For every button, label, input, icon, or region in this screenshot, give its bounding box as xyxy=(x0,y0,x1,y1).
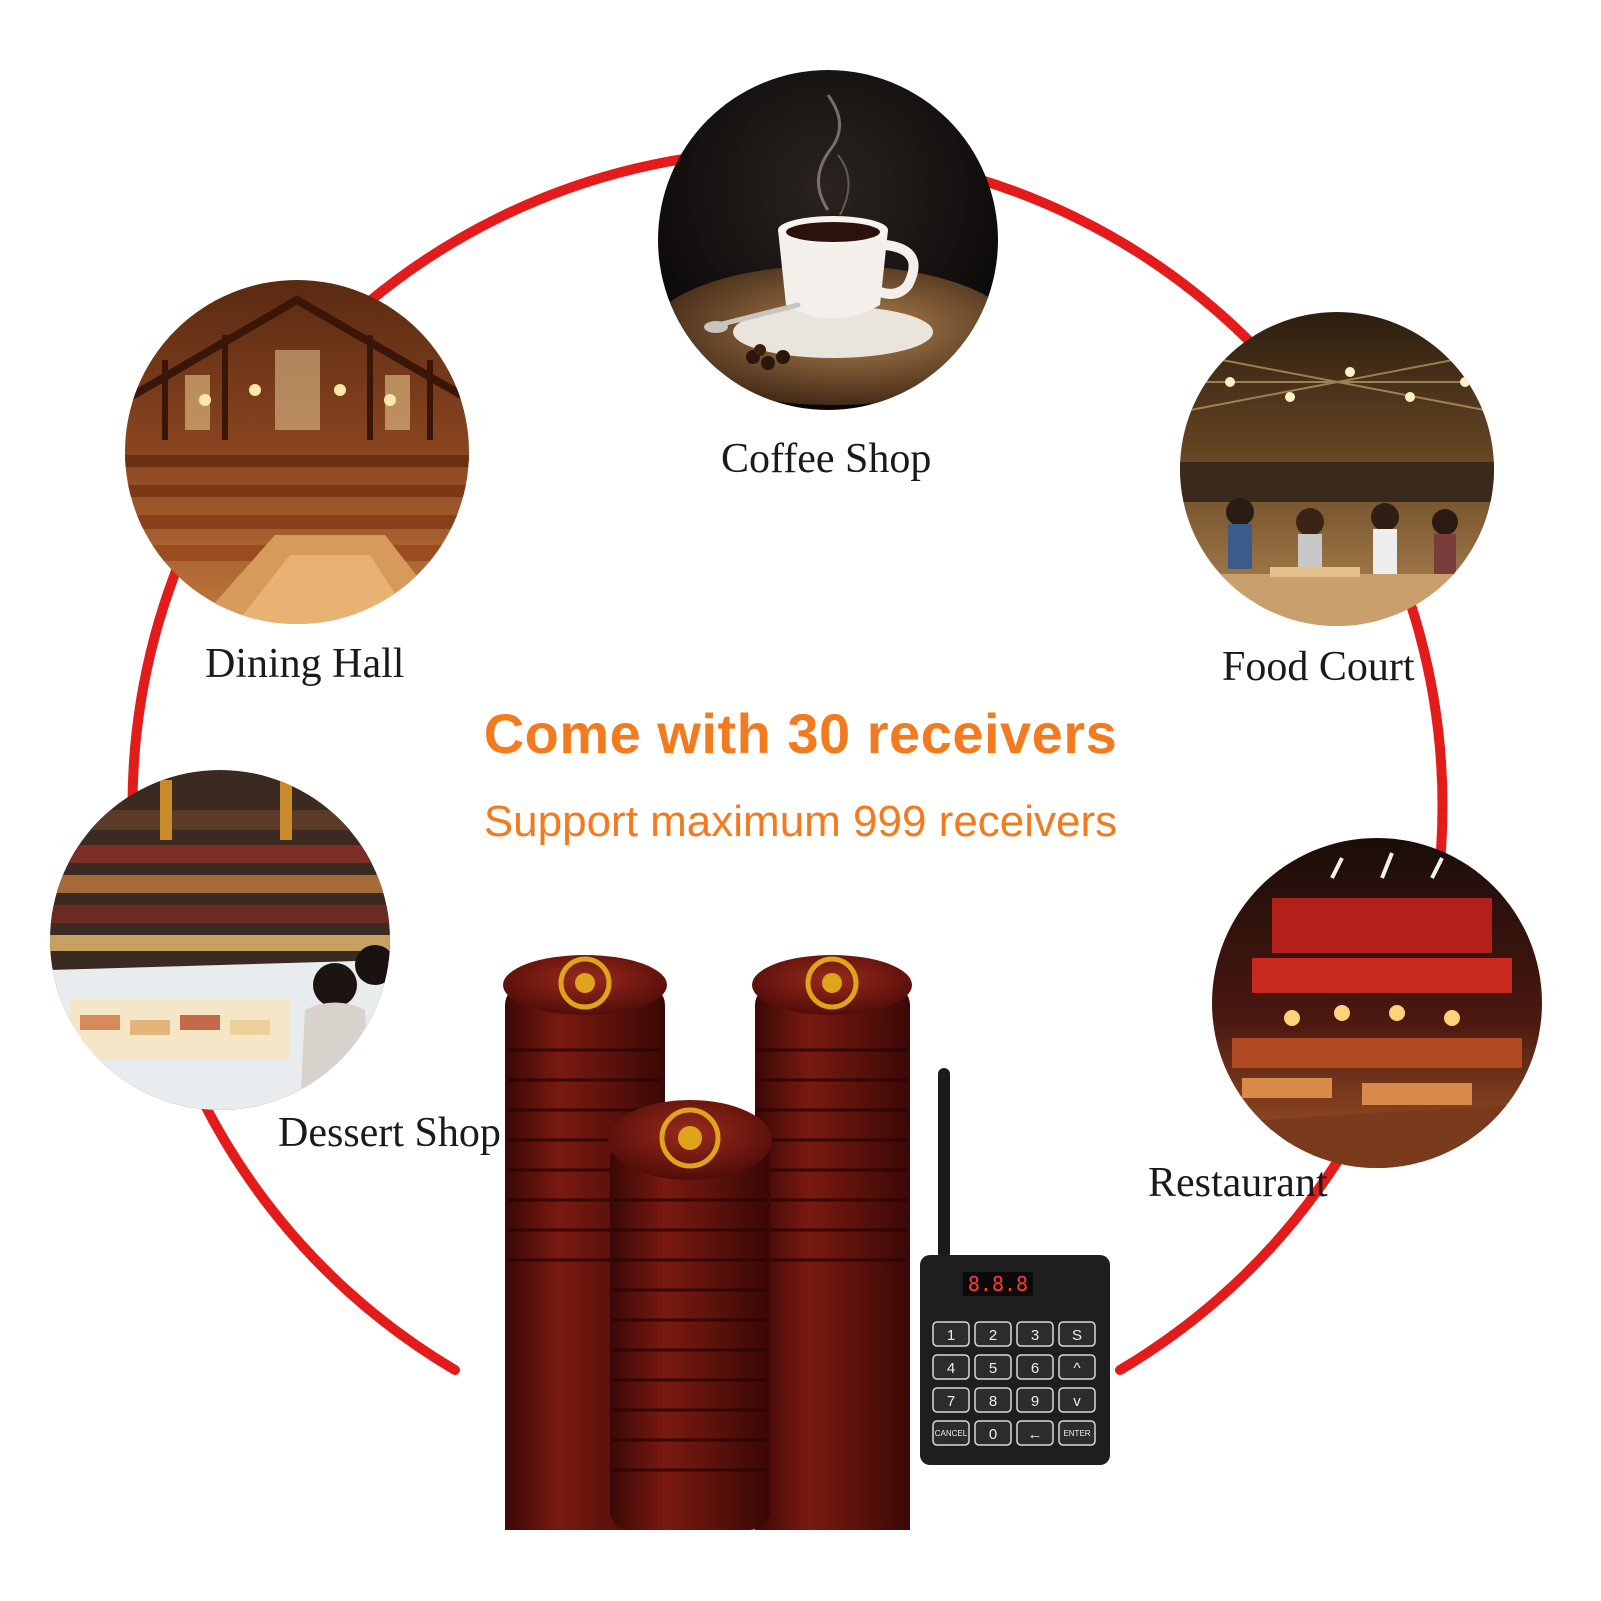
keypad-key[interactable]: CANCEL xyxy=(932,1420,970,1446)
keypad-key[interactable]: 5 xyxy=(974,1354,1012,1380)
keypad-key-label: 9 xyxy=(1031,1393,1039,1410)
venue-label-restaurant: Restaurant xyxy=(1148,1160,1328,1206)
venue-label-dining-hall: Dining Hall xyxy=(205,641,405,687)
food-court-photo xyxy=(1180,312,1495,627)
venue-label-coffee-shop: Coffee Shop xyxy=(721,436,932,482)
keypad-key-label: v xyxy=(1073,1393,1081,1410)
restaurant-photo xyxy=(1212,838,1542,1168)
keypad-key[interactable]: 7 xyxy=(932,1387,970,1413)
keypad-key[interactable]: 4 xyxy=(932,1354,970,1380)
pager-stacks xyxy=(503,955,912,1530)
keypad-key[interactable]: S xyxy=(1058,1321,1096,1347)
keypad-key-label: 5 xyxy=(989,1360,997,1377)
venue-label-food-court: Food Court xyxy=(1222,644,1415,690)
keypad-key-label: 8 xyxy=(989,1393,997,1410)
keypad-key-label: ^ xyxy=(1073,1360,1080,1377)
keypad-key[interactable]: 2 xyxy=(974,1321,1012,1347)
dessert-shop-photo xyxy=(50,770,390,1110)
pager-stack-right xyxy=(752,955,912,1530)
keypad-key[interactable]: 3 xyxy=(1016,1321,1054,1347)
keypad-key-label: ← xyxy=(1028,1426,1043,1443)
keypad-key-label: 2 xyxy=(989,1327,997,1344)
keypad-key[interactable]: ← xyxy=(1016,1420,1054,1446)
headline-main: Come with 30 receivers xyxy=(483,702,1118,765)
dining-hall-photo xyxy=(125,280,470,625)
antenna xyxy=(938,1068,950,1268)
keypad-key-label: 0 xyxy=(989,1426,997,1443)
pager-stack-front xyxy=(608,1100,772,1530)
keypad-key[interactable]: 6 xyxy=(1016,1354,1054,1380)
venue-label-dessert-shop: Dessert Shop xyxy=(278,1110,501,1156)
keypad-key-label: 1 xyxy=(947,1327,955,1344)
keypad-key-label: S xyxy=(1072,1327,1082,1344)
keypad-key-label: ENTER xyxy=(1063,1429,1090,1438)
keypad-key-label: 3 xyxy=(1031,1327,1039,1344)
keypad-key[interactable]: 1 xyxy=(932,1321,970,1347)
keypad-key[interactable]: ENTER xyxy=(1058,1420,1096,1446)
keypad-key-label: 6 xyxy=(1031,1360,1039,1377)
keypad-key[interactable]: ^ xyxy=(1058,1354,1096,1380)
keypad-key[interactable]: v xyxy=(1058,1387,1096,1413)
keypad-key[interactable]: 8 xyxy=(974,1387,1012,1413)
keypad-key-label: 4 xyxy=(947,1360,955,1377)
keypad-key[interactable]: 9 xyxy=(1016,1387,1054,1413)
keypad-key-label: CANCEL xyxy=(935,1429,968,1438)
keypad-key[interactable]: 0 xyxy=(974,1420,1012,1446)
keypad-key-label: 7 xyxy=(947,1393,955,1410)
transmitter-display: 8.8.8 xyxy=(968,1272,1028,1296)
coffee-shop-photo xyxy=(658,70,998,410)
headline-sub: Support maximum 999 receivers xyxy=(483,797,1118,846)
